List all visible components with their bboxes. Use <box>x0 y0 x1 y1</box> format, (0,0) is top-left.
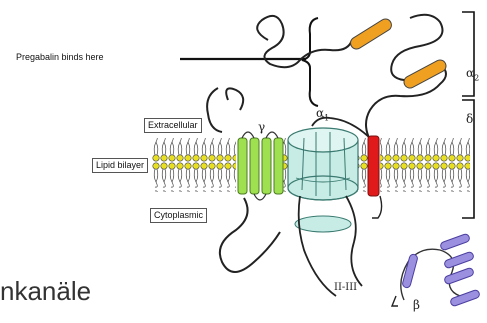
gamma-helix-1 <box>238 138 247 194</box>
gamma-helix-3 <box>262 138 271 194</box>
beta-symbol: β <box>413 298 420 312</box>
alpha1-symbol: α1 <box>316 106 329 122</box>
cytoplasmic-label: Cytoplasmic <box>150 208 207 223</box>
beta-helix-3 <box>444 267 475 285</box>
beta-helix-1 <box>440 233 471 251</box>
lipid-bilayer-right <box>380 138 470 192</box>
delta-helix <box>368 136 379 196</box>
gamma-symbol: γ <box>258 120 265 134</box>
alpha2-symbol: α2 <box>466 66 479 82</box>
delta-symbol: δ <box>466 112 473 126</box>
delta-anchor <box>372 196 382 218</box>
alpha1-brace <box>302 18 318 106</box>
gamma-helices <box>238 138 283 194</box>
beta-bracket <box>392 296 398 306</box>
gamma-helix-2 <box>250 138 259 194</box>
alpha2-helix-1 <box>348 17 393 52</box>
lipid-bilayer-left <box>152 138 236 192</box>
lipid-bilayer-label: Lipid bilayer <box>92 158 148 173</box>
pregabalin-label: Pregabalin binds here <box>16 52 104 62</box>
beta-helix-5 <box>450 289 481 307</box>
gamma-helix-4 <box>274 138 283 194</box>
extracellular-label: Extracellular <box>144 118 202 133</box>
alpha2-helix-2 <box>402 58 448 90</box>
ii-iii-loop-label: II-III <box>334 282 357 293</box>
channel-loops <box>299 196 362 296</box>
caption-text: nkanäle <box>0 276 91 307</box>
beta-subunit <box>401 233 481 307</box>
